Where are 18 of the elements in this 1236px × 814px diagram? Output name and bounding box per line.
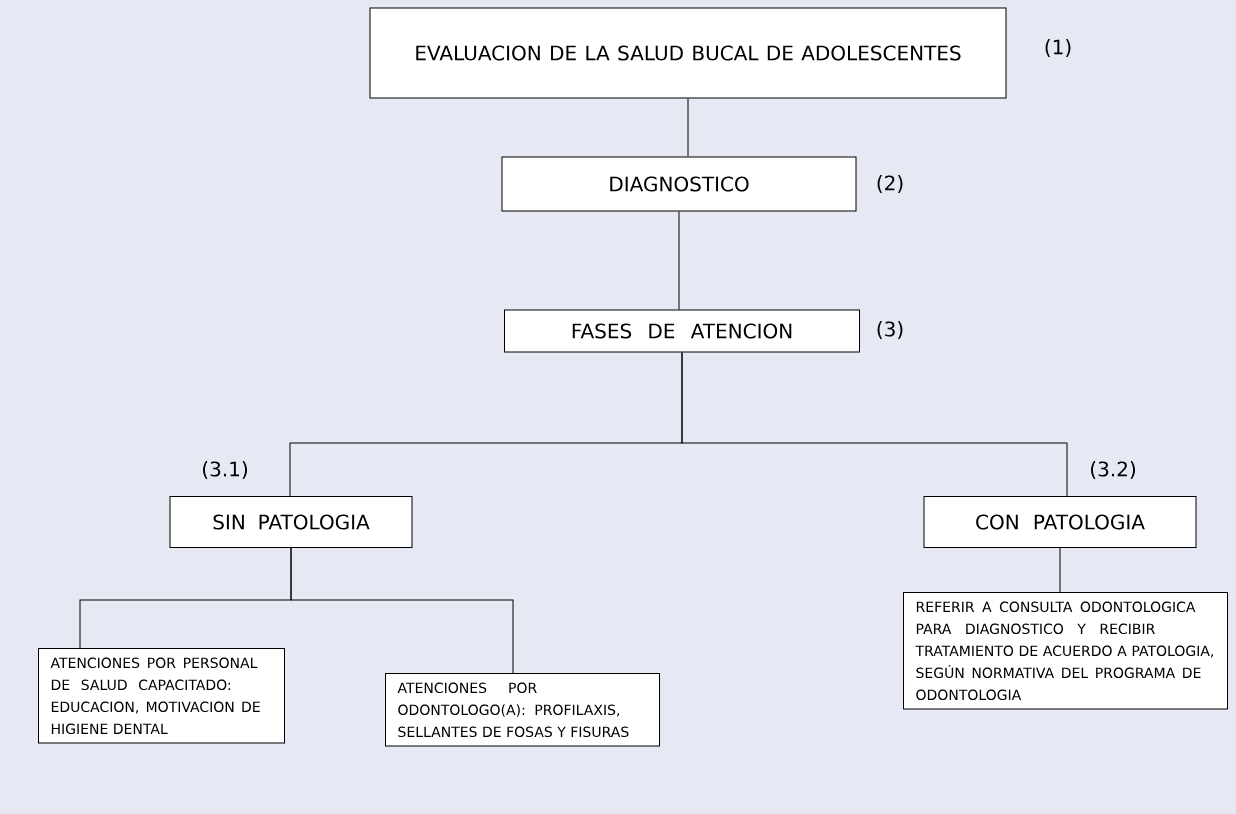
connector-line [1059,547,1061,593]
connector-line [290,547,514,674]
connector-line [687,98,689,157]
text-box: ATENCIONES POR ODONTOLOGO(A): PROFILAXIS, SELLANTES DE FOSAS Y FISURAS [385,673,660,747]
step-number: (3) [877,321,903,339]
text-box: ATENCIONES POR PERSONAL DE SALUD CAPACITADO: EDUCACION, MOTIVACION DE HIGIENE DENTAL [38,648,285,744]
step-box: CON PATOLOGIA [923,496,1197,548]
step-box: FASES DE ATENCION [504,309,860,353]
step-box: SIN PATOLOGIA [169,496,413,548]
step-number: (1) [1045,39,1071,57]
step-number: (3.2) [1091,461,1135,479]
step-box: EVALUACION DE LA SALUD BUCAL DE ADOLESCENTES [369,7,1007,99]
step-number: (3.1) [203,461,247,479]
text-box: REFERIR A CONSULTA ODONTOLOGICA PARA DIAGNOSTICO Y RECIBIR TRATAMIENTO DE ACUERDO A PATOLOGIA, SEGÚN NORMATIVA DEL PROGRAMA DE ODONTOLOGIA [903,592,1228,710]
step-number: (2) [877,175,903,193]
connector-line [678,211,680,310]
connector-line [681,352,1068,497]
step-box: DIAGNOSTICO [501,156,857,212]
